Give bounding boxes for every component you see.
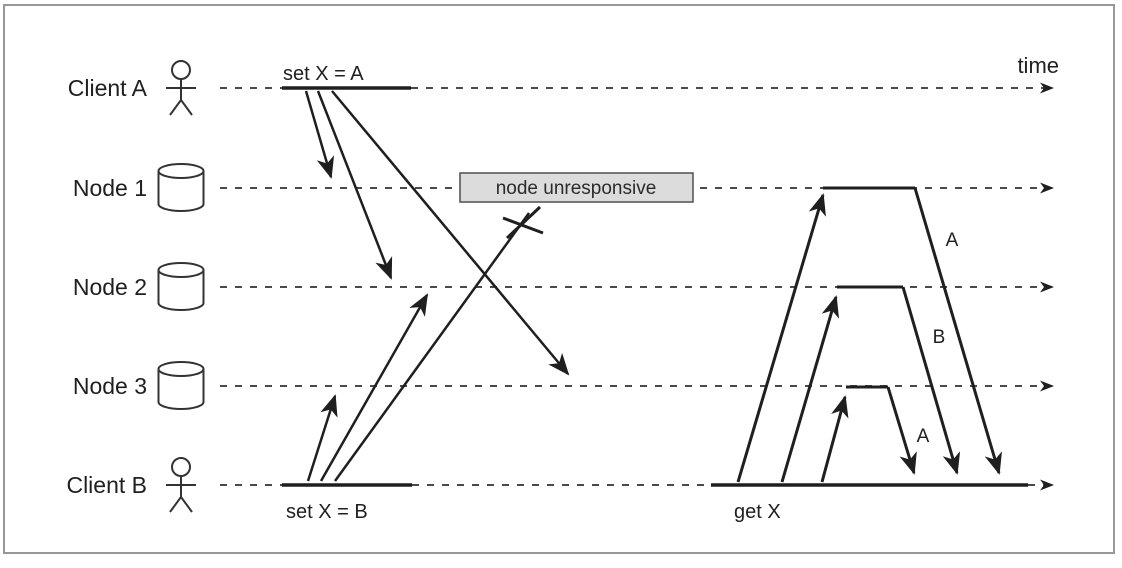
read-request-to-node2 — [780, 295, 840, 483]
set-x-b-label: set X = B — [286, 501, 368, 523]
lane-label-node-3: Node 3 — [73, 373, 147, 399]
lane-label-node-1: Node 1 — [73, 175, 147, 201]
lane-label-client-a: Client A — [68, 75, 148, 101]
read-response-from-node2 — [901, 286, 961, 475]
write-a-arrow-to-node1 — [304, 90, 335, 179]
read-response-from-node1 — [913, 187, 1002, 475]
database-icon — [157, 163, 205, 212]
database-icon — [157, 262, 205, 311]
response-value-node2: B — [933, 327, 946, 348]
lane-client-a: Client A time — [68, 53, 1059, 116]
read-get-x: get X A B A — [734, 186, 1002, 523]
get-x-label: get X — [734, 501, 781, 523]
read-request-to-node3 — [820, 395, 849, 483]
read-request-to-node1 — [736, 193, 826, 483]
diagram-frame: Client A time Node 1 Node 2 Node 3 — [3, 4, 1115, 554]
write-set-x-b: set X = B — [286, 205, 544, 523]
set-x-a-label: set X = A — [283, 63, 364, 85]
lane-label-client-b: Client B — [66, 472, 147, 498]
write-a-arrow-to-node2 — [316, 90, 393, 280]
time-axis-label: time — [1017, 53, 1059, 78]
person-icon — [166, 60, 196, 116]
quorum-timing-diagram: Client A time Node 1 Node 2 Node 3 — [66, 53, 1059, 523]
node-unresponsive-rect — [459, 172, 694, 203]
lane-client-b: Client B — [66, 457, 1054, 513]
lane-label-node-2: Node 2 — [73, 274, 147, 300]
write-b-arrow-to-node3 — [306, 394, 338, 482]
write-b-arrow-to-node1-failed — [333, 212, 531, 482]
failed-message-x-icon — [502, 205, 544, 240]
person-icon — [166, 457, 196, 513]
write-a-arrow-to-node3 — [331, 90, 570, 376]
write-b-arrow-to-node2 — [319, 293, 429, 482]
lane-node-2: Node 2 — [73, 262, 1054, 311]
response-value-node3: A — [917, 426, 930, 447]
node-unresponsive-box: node unresponsive — [459, 172, 694, 203]
node-unresponsive-label: node unresponsive — [496, 178, 657, 199]
write-set-x-a: set X = A — [283, 63, 570, 376]
response-value-node1: A — [946, 230, 959, 251]
read-response-from-node3 — [886, 386, 917, 475]
database-icon — [157, 361, 205, 410]
lane-node-3: Node 3 — [73, 361, 1054, 410]
